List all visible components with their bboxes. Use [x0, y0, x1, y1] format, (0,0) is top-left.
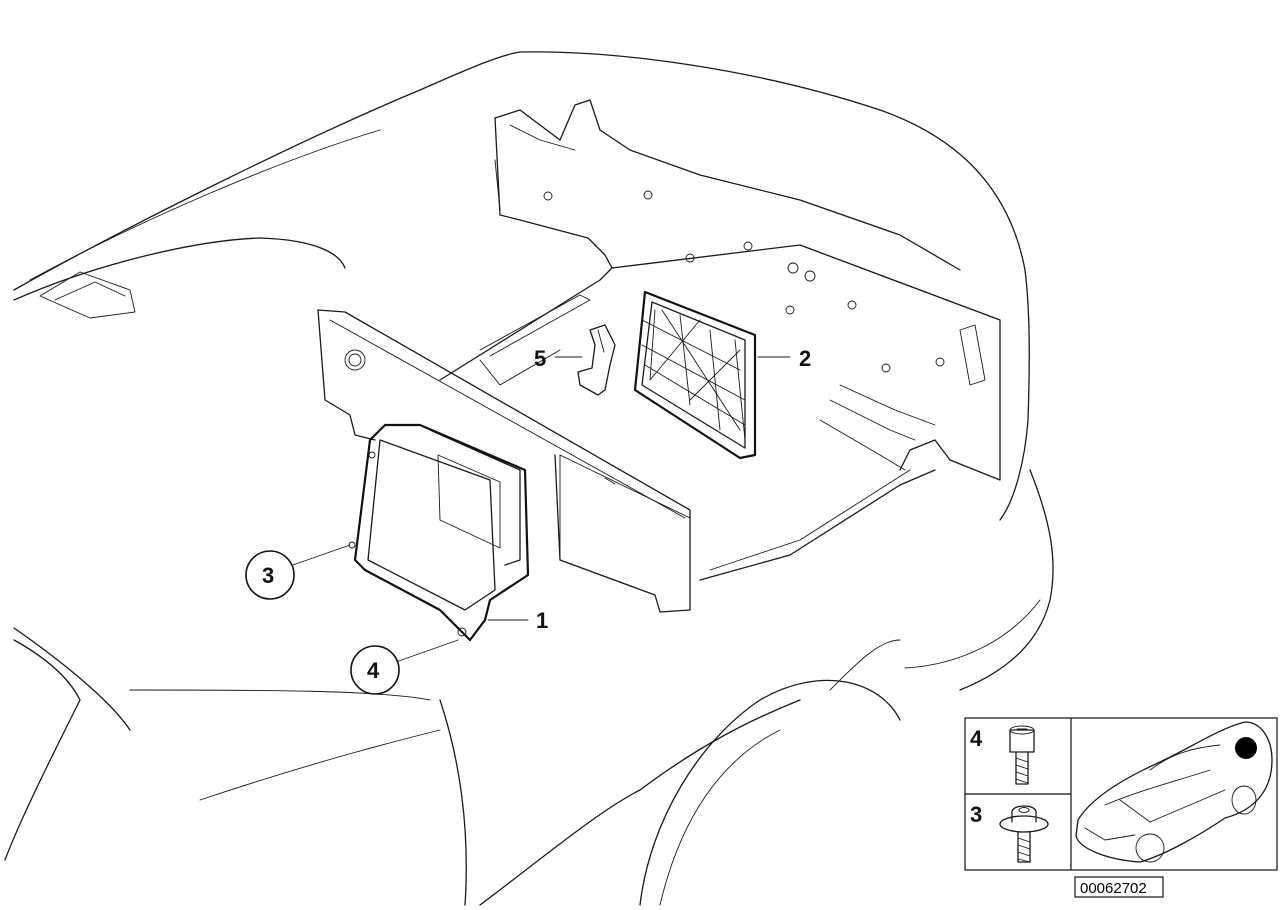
- inset-label-top: 4: [970, 726, 983, 751]
- location-marker-dot: [1235, 737, 1257, 759]
- car-body-outline: [4, 51, 1054, 906]
- inset-label-bottom: 3: [970, 802, 982, 827]
- partition-panel: [317, 309, 691, 613]
- callout-5: 5: [534, 346, 546, 371]
- callout-3-circle: [245, 550, 295, 600]
- callout-3: 3: [262, 563, 274, 588]
- callout-1: 1: [536, 608, 548, 633]
- callout-2: 2: [799, 346, 811, 371]
- inset-panel: [964, 717, 1278, 871]
- car-locator-icon: [1075, 721, 1273, 863]
- rear-panel: [494, 99, 1001, 481]
- document-id: 00062702: [1080, 880, 1147, 897]
- vent-grille: [633, 290, 757, 460]
- callout-4-circle: [350, 645, 400, 695]
- trunk-floor: [439, 267, 936, 581]
- socket-bolt-icon: [1009, 725, 1035, 785]
- document-id-box: [1074, 876, 1164, 898]
- leader-lines: [289, 356, 791, 663]
- callout-4: 4: [367, 658, 380, 683]
- flange-screw-icon: [999, 805, 1049, 863]
- vent-frame: [348, 423, 530, 642]
- clip-part: [577, 324, 616, 396]
